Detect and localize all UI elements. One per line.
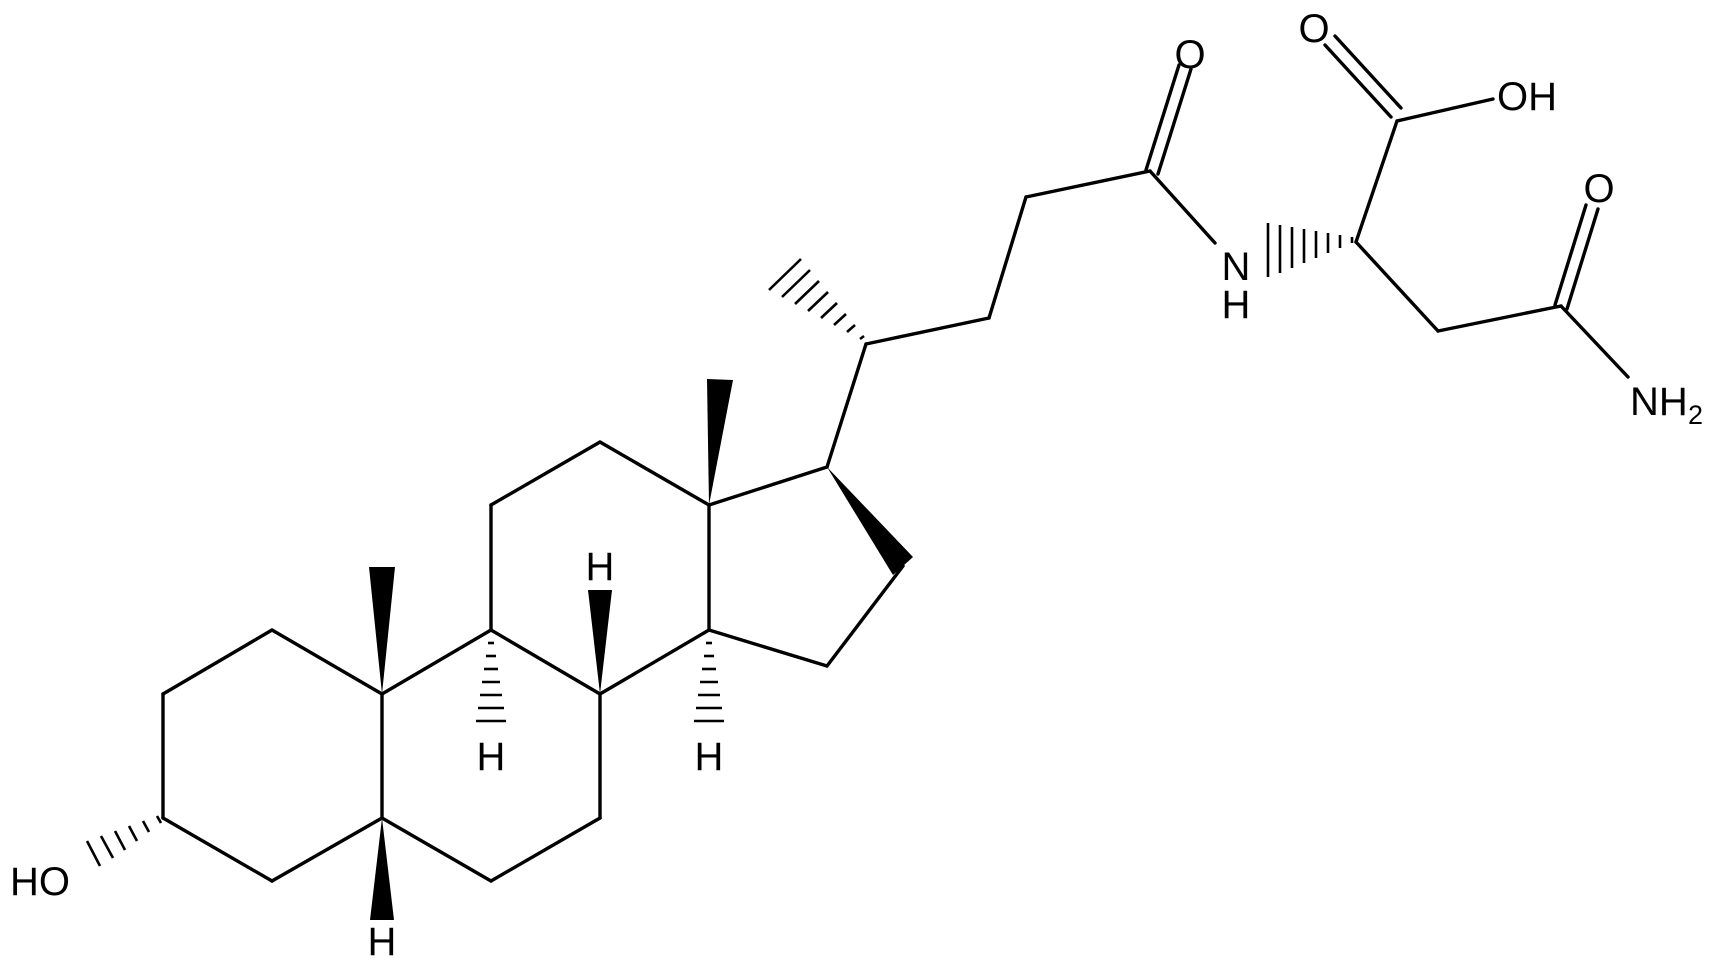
- ring-c: [489, 440, 711, 696]
- side-carbonyl-bond: [1565, 207, 1600, 311]
- side-carbonyl-bond: [1553, 203, 1588, 307]
- c9-hydrogen-label: H: [477, 735, 506, 779]
- ring-a: [161, 628, 384, 883]
- c8-h-wedge: [588, 590, 612, 694]
- hash-bonds: [85, 223, 1354, 867]
- hydroxyl-label: HO: [10, 860, 70, 904]
- side-chain: [825, 63, 1217, 469]
- acid-carbonyl-bond: [1333, 34, 1403, 110]
- c5-hydrogen-label: H: [368, 920, 397, 962]
- c13-methyl-wedge: [707, 379, 733, 505]
- amide-hydrogen-label: H: [1222, 283, 1251, 327]
- amide-nitrogen-label: N: [1222, 245, 1251, 289]
- wedge-bonds: [369, 379, 913, 920]
- c20-methyl-hash: [768, 258, 865, 341]
- c3-oh-hash: [85, 815, 163, 867]
- acid-oxygen-label: O: [1298, 7, 1329, 51]
- ring-d: [707, 465, 905, 668]
- acid-hydroxyl-label: OH: [1497, 75, 1557, 119]
- atom-labels: HO H H H H O N H O OH O NH 2: [10, 7, 1703, 962]
- amine-subscript-label: 2: [1688, 400, 1703, 430]
- acid-carbonyl-bond: [1323, 43, 1393, 119]
- c14-h-hash: [694, 641, 724, 723]
- c10-methyl-wedge: [369, 567, 395, 694]
- side-oxygen-label: O: [1583, 167, 1614, 211]
- amine-label: NH: [1630, 380, 1688, 424]
- amide-carbonyl-bond: [1144, 63, 1181, 172]
- c5-h-wedge: [370, 818, 394, 920]
- alpha-nh-hash: [1266, 223, 1354, 277]
- c17-ring-wedge: [827, 467, 913, 575]
- c8-hydrogen-label: H: [586, 545, 615, 589]
- amide-oxygen-label: O: [1174, 33, 1205, 77]
- ring-b: [380, 628, 602, 883]
- amide-carbonyl-bond: [1156, 67, 1193, 176]
- c9-h-hash: [476, 641, 506, 723]
- asparagine-moiety: [1323, 34, 1630, 379]
- c14-hydrogen-label: H: [695, 735, 724, 779]
